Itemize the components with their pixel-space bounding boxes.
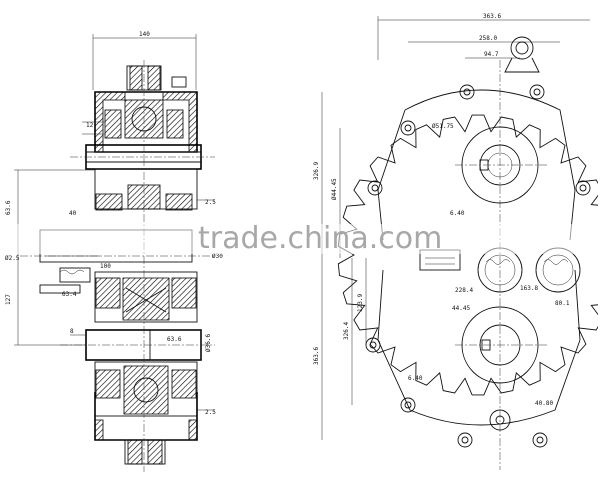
dim-51.75: Ø51.75	[432, 123, 454, 130]
dim-140: 140	[139, 31, 150, 38]
dim-127: 127	[5, 294, 12, 305]
dim-228.4: 228.4	[455, 287, 473, 294]
sprocket-teeth	[337, 114, 600, 396]
dim-80.1: 163.8	[520, 285, 538, 292]
dim-2.5-left: Ø2.5	[5, 255, 20, 262]
side-section-view: 140 12 2.5 40 100	[5, 31, 223, 472]
dim-30: Ø30	[212, 253, 223, 260]
dim-44.45-mid: 80.1	[555, 300, 570, 307]
dim-36.6: Ø36.6	[205, 334, 212, 352]
dim-100: 100	[100, 263, 111, 270]
watermark-band	[0, 224, 600, 254]
dim-6.40-upper: 6.40	[450, 210, 465, 217]
dim-94.7: 94.7	[484, 51, 499, 58]
watermark-text: trade.china.com	[198, 221, 442, 256]
dim-2.5-b: 2.5	[205, 409, 216, 416]
dim-8: 8	[70, 328, 74, 335]
dim-258.0: 258.0	[479, 35, 497, 42]
dim-2.5-a: 2.5	[205, 199, 216, 206]
dim-163.8: Ø44.45	[331, 178, 338, 200]
dim-326.4: 326.4	[343, 322, 350, 340]
dim-123.9: 123.9	[357, 294, 364, 312]
dim-363.6-top: 363.6	[483, 13, 501, 20]
dim-6.40-low: 6.40	[408, 375, 423, 382]
dim-363.6-v: 363.6	[313, 347, 320, 365]
dim-63.4: 63.4	[62, 291, 77, 298]
dim-63.6-v: 63.6	[5, 200, 12, 215]
dim-44.45-low: 44.45	[452, 305, 470, 312]
dim-40.80: 40.80	[535, 400, 553, 407]
dim-12-upper: 12	[86, 122, 94, 129]
dim-326.9: 326.9	[313, 162, 320, 180]
dim-40: 40	[69, 210, 77, 217]
dim-63.6-shaft: 63.6	[167, 336, 182, 343]
